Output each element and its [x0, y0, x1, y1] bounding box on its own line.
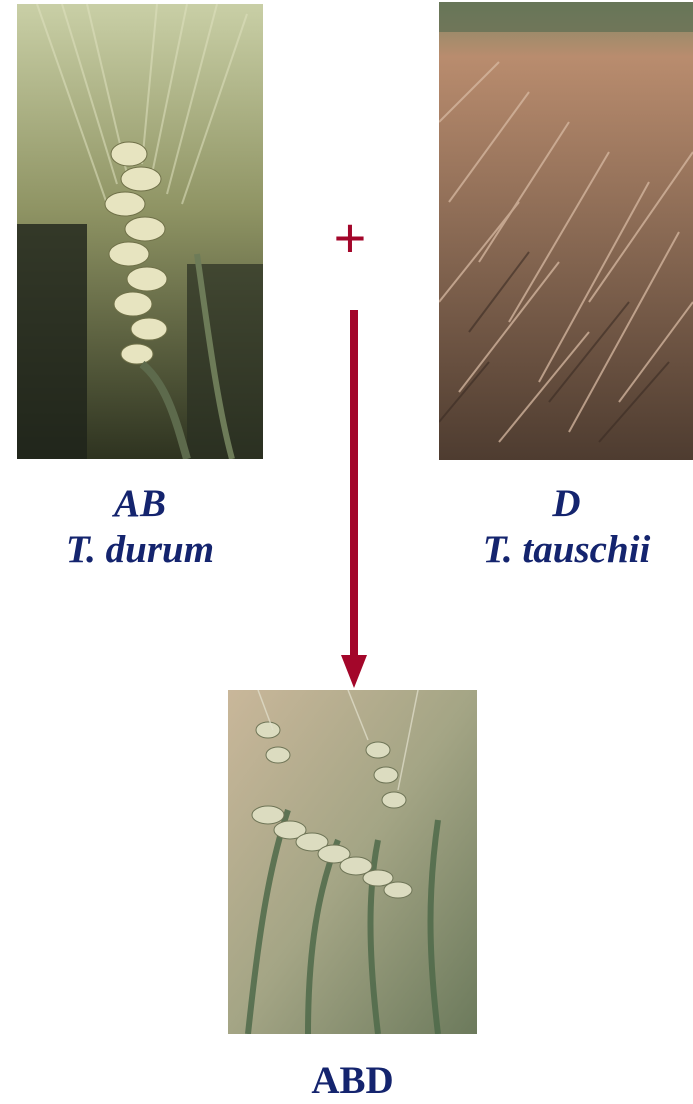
- parent-a-label: AB T. durum: [20, 481, 260, 573]
- tauschii-grass-image: [439, 2, 693, 460]
- tauschii-grass-photo: [439, 2, 693, 460]
- parent-a-genome: AB: [20, 481, 260, 527]
- durum-wheat-image: [17, 4, 263, 459]
- bread-wheat-photo: [228, 690, 477, 1034]
- offspring-genome: ABD: [220, 1058, 485, 1104]
- durum-wheat-photo: [17, 4, 263, 459]
- parent-a-species: T. durum: [20, 527, 260, 573]
- plus-sign: +: [325, 208, 375, 268]
- parent-b-species: T. tauschii: [440, 527, 693, 573]
- parent-b-label: D T. tauschii: [440, 481, 693, 573]
- bread-wheat-image: [228, 690, 477, 1034]
- parent-b-genome: D: [440, 481, 693, 527]
- down-arrow-icon: [338, 310, 370, 688]
